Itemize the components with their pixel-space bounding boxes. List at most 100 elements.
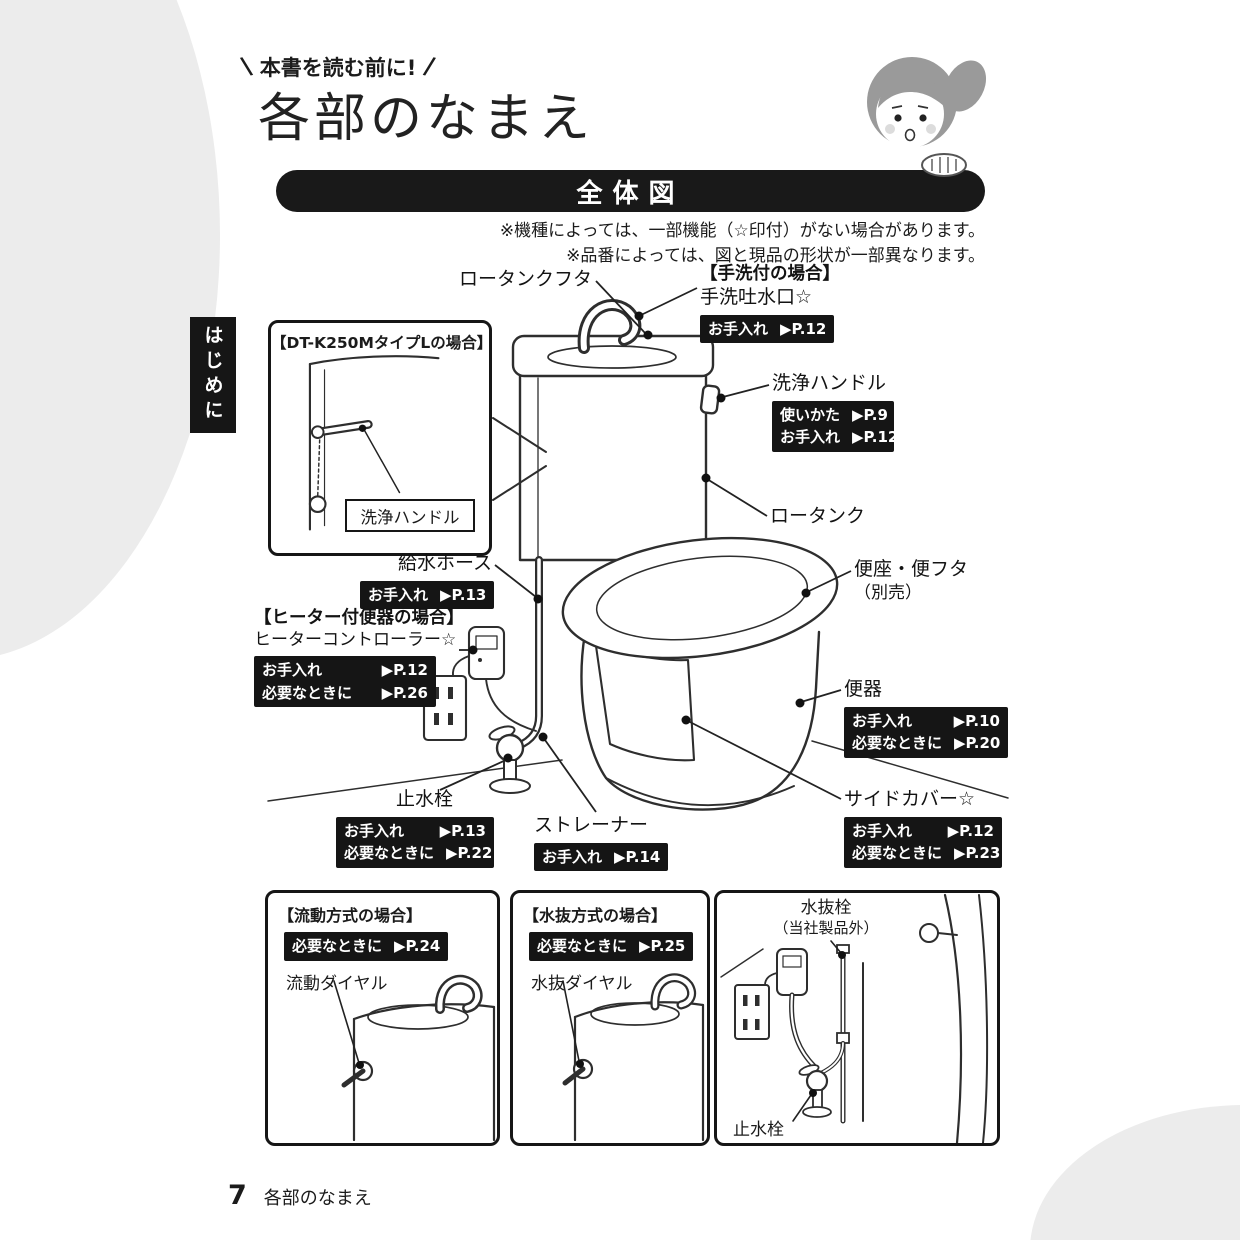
chip-action: 必要なときに bbox=[537, 937, 628, 955]
chip-action: お手入れ bbox=[368, 585, 429, 604]
page-ref-chip: お手入れ ▶P.14 bbox=[534, 842, 669, 872]
callout-handwash-spout: 【手洗付の場合】 手洗吐水口☆ お手入れ ▶P.12 bbox=[700, 264, 840, 344]
page-ref-chip: 必要なときに ▶P.24 bbox=[284, 932, 449, 961]
chip-page: ▶P.24 bbox=[394, 937, 441, 955]
callout-label: 洗浄ハンドル bbox=[772, 372, 887, 394]
chip-row: 必要なときに ▶P.20 bbox=[852, 732, 1000, 755]
flow-dial-label: 流動ダイヤル bbox=[286, 973, 388, 994]
note-line-2: ※品番によっては、図と現品の形状が一部異なります。 bbox=[566, 245, 985, 266]
callout-heater-controller: 【ヒーター付便器の場合】 ヒーターコントローラー☆ お手入れ ▶P.12 必要な… bbox=[254, 608, 464, 708]
chip-page: ▶P.12 bbox=[947, 821, 994, 840]
side-tab-introduction: はじめに bbox=[190, 317, 236, 433]
note-line-1: ※機種によっては、一部機能（☆印付）がない場合があります。 bbox=[499, 221, 985, 241]
chip-action: お手入れ bbox=[262, 661, 323, 680]
background-blob-bottom-right bbox=[1030, 1105, 1240, 1240]
chip-row: お手入れ ▶P.13 bbox=[344, 820, 486, 843]
decorative-slash-left: \ bbox=[238, 51, 255, 81]
callout-seat: 便座・便フタ （別売） bbox=[854, 558, 968, 604]
chip-action: 必要なときに bbox=[344, 844, 435, 863]
callout-tank: ロータンク bbox=[770, 505, 865, 529]
callout-strainer: ストレーナー お手入れ ▶P.14 bbox=[534, 814, 669, 872]
callout-bowl: 便器 お手入れ ▶P.10 必要なときに ▶P.20 bbox=[844, 678, 1008, 758]
chip-action: 必要なときに bbox=[852, 734, 943, 753]
chip-action: お手入れ bbox=[344, 821, 405, 840]
pre-title: \ 本書を読む前に! / bbox=[238, 51, 438, 82]
chip-action: 必要なときに bbox=[292, 937, 383, 955]
chip-page: ▶P.12 bbox=[780, 319, 827, 338]
panel-drain-valve: 水抜栓 （当社製品外） 止水栓 bbox=[714, 890, 1000, 1146]
drain-dial-label: 水抜ダイヤル bbox=[531, 973, 633, 994]
drain-dial-diagram bbox=[562, 973, 705, 1142]
drain-valve-note: （当社製品外） bbox=[773, 919, 879, 938]
inset-handle-label: 洗浄ハンドル bbox=[345, 499, 475, 532]
chip-page: ▶P.23 bbox=[954, 844, 1001, 863]
page-ref-chip: お手入れ ▶P.12 必要なときに ▶P.23 bbox=[844, 816, 1002, 868]
page-ref-chip: お手入れ ▶P.13 bbox=[360, 580, 495, 610]
chip-page: ▶P.14 bbox=[614, 847, 661, 866]
flow-dial-diagram bbox=[333, 974, 496, 1142]
section-banner: 全体図 bbox=[276, 170, 985, 212]
callout-side-cover: サイドカバー☆ お手入れ ▶P.12 必要なときに ▶P.23 bbox=[844, 788, 1002, 868]
panel-title: 【流動方式の場合】 bbox=[278, 906, 423, 925]
chip-row: お手入れ ▶P.12 bbox=[708, 318, 826, 341]
page-ref-chip: お手入れ ▶P.12 bbox=[700, 314, 835, 344]
girl-character-illustration bbox=[867, 57, 987, 177]
footer-section-label: 各部のなまえ bbox=[263, 1188, 372, 1209]
callout-label: 止水栓 bbox=[396, 788, 454, 810]
drain-valve-label-block: 水抜栓 （当社製品外） bbox=[751, 898, 901, 938]
inset-title: 【DT-K250MタイプLの場合】 bbox=[271, 334, 493, 352]
page-footer: 7 各部のなまえ bbox=[228, 1180, 372, 1211]
chip-row: お手入れ ▶P.13 bbox=[368, 584, 486, 607]
chip-row: 必要なときに ▶P.22 bbox=[344, 842, 492, 865]
callout-tank-lid: ロータンクフタ bbox=[430, 268, 592, 292]
chip-action: お手入れ bbox=[542, 847, 603, 866]
chip-action: お手入れ bbox=[852, 821, 913, 840]
callout-label: サイドカバー☆ bbox=[844, 788, 976, 810]
page-number: 7 bbox=[228, 1180, 247, 1211]
chip-action: お手入れ bbox=[852, 711, 913, 730]
chip-action: お手入れ bbox=[708, 319, 769, 338]
chip-row: お手入れ ▶P.12 bbox=[262, 659, 428, 682]
callout-label: ロータンク bbox=[770, 505, 866, 527]
chip-action: お手入れ bbox=[780, 428, 841, 447]
leader-dots bbox=[468, 311, 811, 763]
stop-valve-label: 止水栓 bbox=[733, 1120, 784, 1140]
callout-label: ヒーターコントローラー☆ bbox=[254, 629, 457, 650]
callout-flush-handle: 洗浄ハンドル 使いかた ▶P.9 お手入れ ▶P.12 bbox=[772, 372, 898, 452]
callout-supply-hose: 給水ホース お手入れ ▶P.13 bbox=[360, 552, 495, 610]
chip-row: 必要なときに ▶P.24 bbox=[292, 935, 440, 958]
inset-box-dtk250m: 【DT-K250MタイプLの場合】 洗浄ハンドル bbox=[268, 320, 492, 556]
chip-page: ▶P.13 bbox=[439, 821, 486, 840]
callout-note: （別売） bbox=[854, 582, 922, 603]
callout-stop-valve: 止水栓 お手入れ ▶P.13 必要なときに ▶P.22 bbox=[336, 788, 494, 868]
chip-page: ▶P.12 bbox=[381, 661, 428, 680]
chip-page: ▶P.9 bbox=[852, 405, 888, 424]
page-ref-chip: お手入れ ▶P.10 必要なときに ▶P.20 bbox=[844, 706, 1008, 758]
chip-row: お手入れ ▶P.12 bbox=[852, 820, 994, 843]
callout-label: 便座・便フタ bbox=[854, 558, 969, 580]
background-blob-top-left bbox=[0, 0, 220, 660]
notes-block: ※機種によっては、一部機能（☆印付）がない場合があります。 ※品番によっては、図… bbox=[400, 219, 985, 268]
chip-action: 必要なときに bbox=[262, 683, 353, 702]
chip-row: お手入れ ▶P.12 bbox=[780, 426, 898, 449]
drain-valve-diagram bbox=[720, 893, 989, 1143]
chip-page: ▶P.25 bbox=[639, 937, 686, 955]
chip-row: 使いかた ▶P.9 bbox=[780, 404, 888, 427]
callout-label: 手洗吐水口☆ bbox=[700, 285, 813, 308]
chip-row: お手入れ ▶P.14 bbox=[542, 846, 660, 869]
chip-row: 必要なときに ▶P.23 bbox=[852, 842, 1000, 865]
chip-page: ▶P.10 bbox=[953, 711, 1000, 730]
inset-handle-diagram bbox=[308, 355, 440, 531]
callout-header: 【手洗付の場合】 bbox=[700, 264, 840, 284]
chip-row: 必要なときに ▶P.26 bbox=[262, 682, 428, 705]
pre-title-text: 本書を読む前に! bbox=[259, 56, 417, 80]
page-title: 各部のなまえ bbox=[258, 89, 595, 149]
page-ref-chip: お手入れ ▶P.13 必要なときに ▶P.22 bbox=[336, 816, 494, 868]
panel-flow-method: 【流動方式の場合】 必要なときに ▶P.24 流動ダイヤル bbox=[265, 890, 500, 1146]
chip-action: 必要なときに bbox=[852, 844, 943, 863]
callout-label: 便器 bbox=[844, 678, 883, 700]
chip-page: ▶P.13 bbox=[440, 585, 487, 604]
panel-drain-method: 【水抜方式の場合】 必要なときに ▶P.25 水抜ダイヤル bbox=[510, 890, 710, 1146]
panel-title: 【水抜方式の場合】 bbox=[523, 906, 668, 925]
